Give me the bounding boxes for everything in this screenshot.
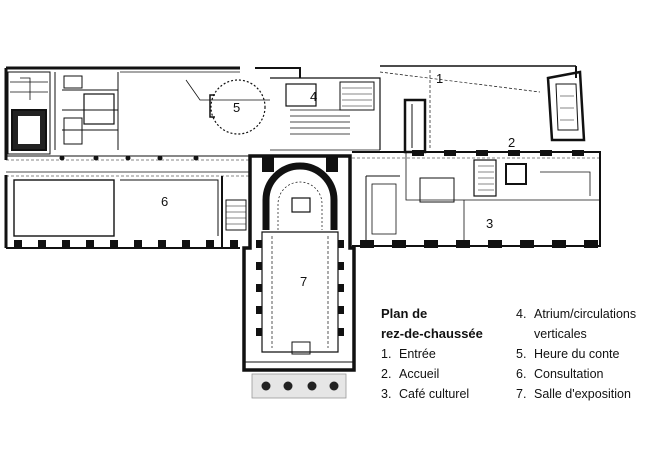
room-numbers: 1 2 3 4 5 6 7 [161,71,515,289]
legend-left: Plan de rez-de-chaussée 1. Entrée 2. Accue… [381,304,511,404]
legend-item: 1. Entrée [381,344,511,364]
legend-item-number: 4. [516,307,527,321]
left-wing [4,66,301,249]
legend-item-number: 7. [516,387,527,401]
legend-item: 4. Atrium/circulations verticales [516,304,666,344]
left-wing-piers [14,155,238,248]
legend-item-label: Salle d'exposition [534,387,631,401]
legend-item-label: Accueil [399,367,440,381]
room-number-3: 3 [486,216,493,231]
entrance-steps [251,373,347,399]
legend-item-label: Consultation [534,367,604,381]
room-number-1: 1 [436,71,443,86]
legend-item: 7. Salle d'exposition [516,384,666,404]
legend-item: 3. Café culturel [381,384,511,404]
legend-title-line1: Plan de [381,306,428,321]
room-number-7: 7 [300,274,307,289]
room-number-4: 4 [310,89,317,104]
legend-item-number: 3. [381,387,392,401]
room-number-2: 2 [508,135,515,150]
legend-item: 6. Consultation [516,364,666,384]
room-number-5: 5 [233,100,240,115]
legend-item-number: 6. [516,367,527,381]
legend-item: 2. Accueil [381,364,511,384]
legend-item-number: 2. [381,367,392,381]
legend-item-label: Café culturel [399,387,470,401]
legend-item: 5. Heure du conte [516,344,666,364]
exhibition-hall-piers [256,156,344,336]
legend-item-label: Entrée [399,347,436,361]
room-number-6: 6 [161,194,168,209]
legend-item-label: Atrium/circulations [534,307,637,321]
legend-item-number: 1. [381,347,392,361]
legend-title-line2: rez-de-chaussée [381,326,483,341]
legend-item-number: 5. [516,347,527,361]
legend-item-label: Heure du conte [534,347,620,361]
right-wing-piers [360,150,598,248]
atrium [270,77,381,151]
legend-right: 4. Atrium/circulations verticales 5. Heure… [516,304,666,404]
legend-item-label-continuation: verticales [534,327,587,341]
